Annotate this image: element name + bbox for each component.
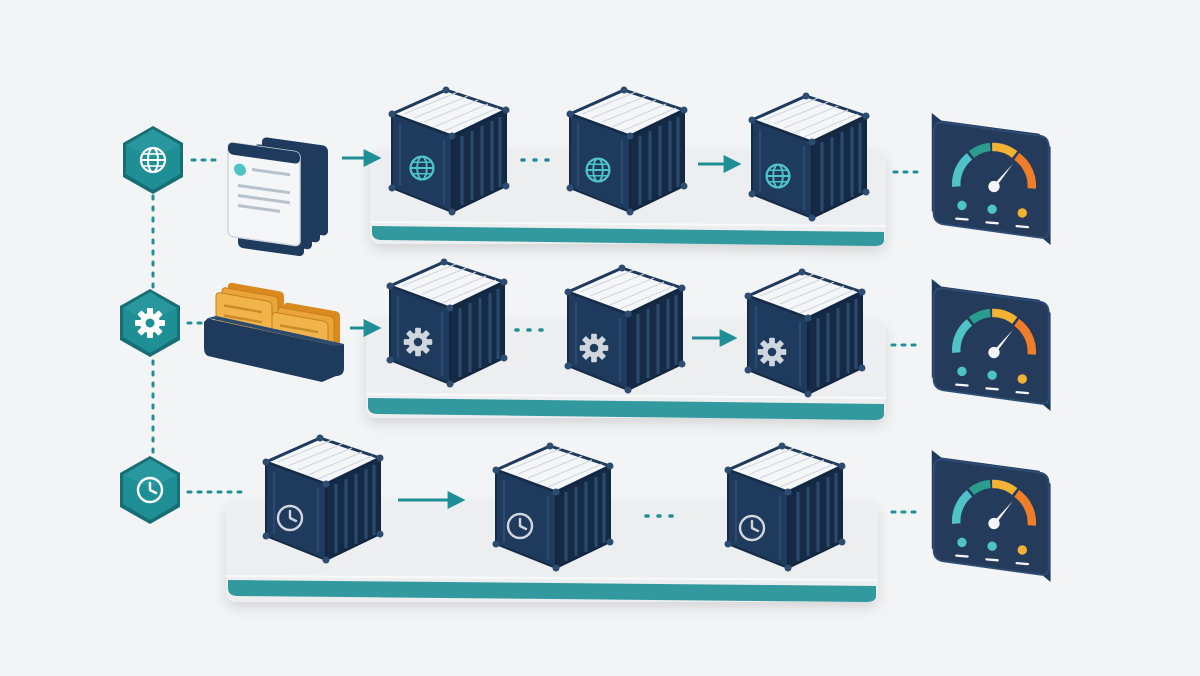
globe-icon [585,157,611,183]
document-icon [227,137,328,257]
row-scheduled [120,433,1051,602]
container-worker-1[interactable] [385,257,509,389]
clock-icon [506,512,534,540]
clock-icon [738,514,766,542]
container-worker-2[interactable] [563,263,687,395]
container-web-3[interactable] [747,91,871,223]
hex-node-scheduled[interactable] [120,456,180,524]
container-web-2[interactable] [565,85,689,217]
container-scheduled-2[interactable] [491,441,615,573]
gear-icon [403,327,433,357]
row-web [123,85,1051,257]
container-web-1[interactable] [387,85,511,217]
card-tray [204,282,344,382]
hex-node-worker[interactable] [120,289,180,357]
container-scheduled-3[interactable] [723,441,847,573]
globe-icon [409,155,435,181]
monitor-worker[interactable] [932,279,1051,411]
gear-icon [757,337,787,367]
document-stack [227,137,328,257]
gear-icon [579,333,609,363]
clock-icon [276,504,304,532]
gear-icon [135,308,165,338]
container-worker-3[interactable] [743,267,867,399]
row-worker [120,257,1051,420]
hex-node-web[interactable] [123,126,183,194]
monitor-web[interactable] [932,113,1051,245]
container-scheduled-1[interactable] [261,433,385,565]
monitor-scheduled[interactable] [932,450,1051,582]
card-icon [204,282,344,382]
globe-icon [765,163,791,189]
